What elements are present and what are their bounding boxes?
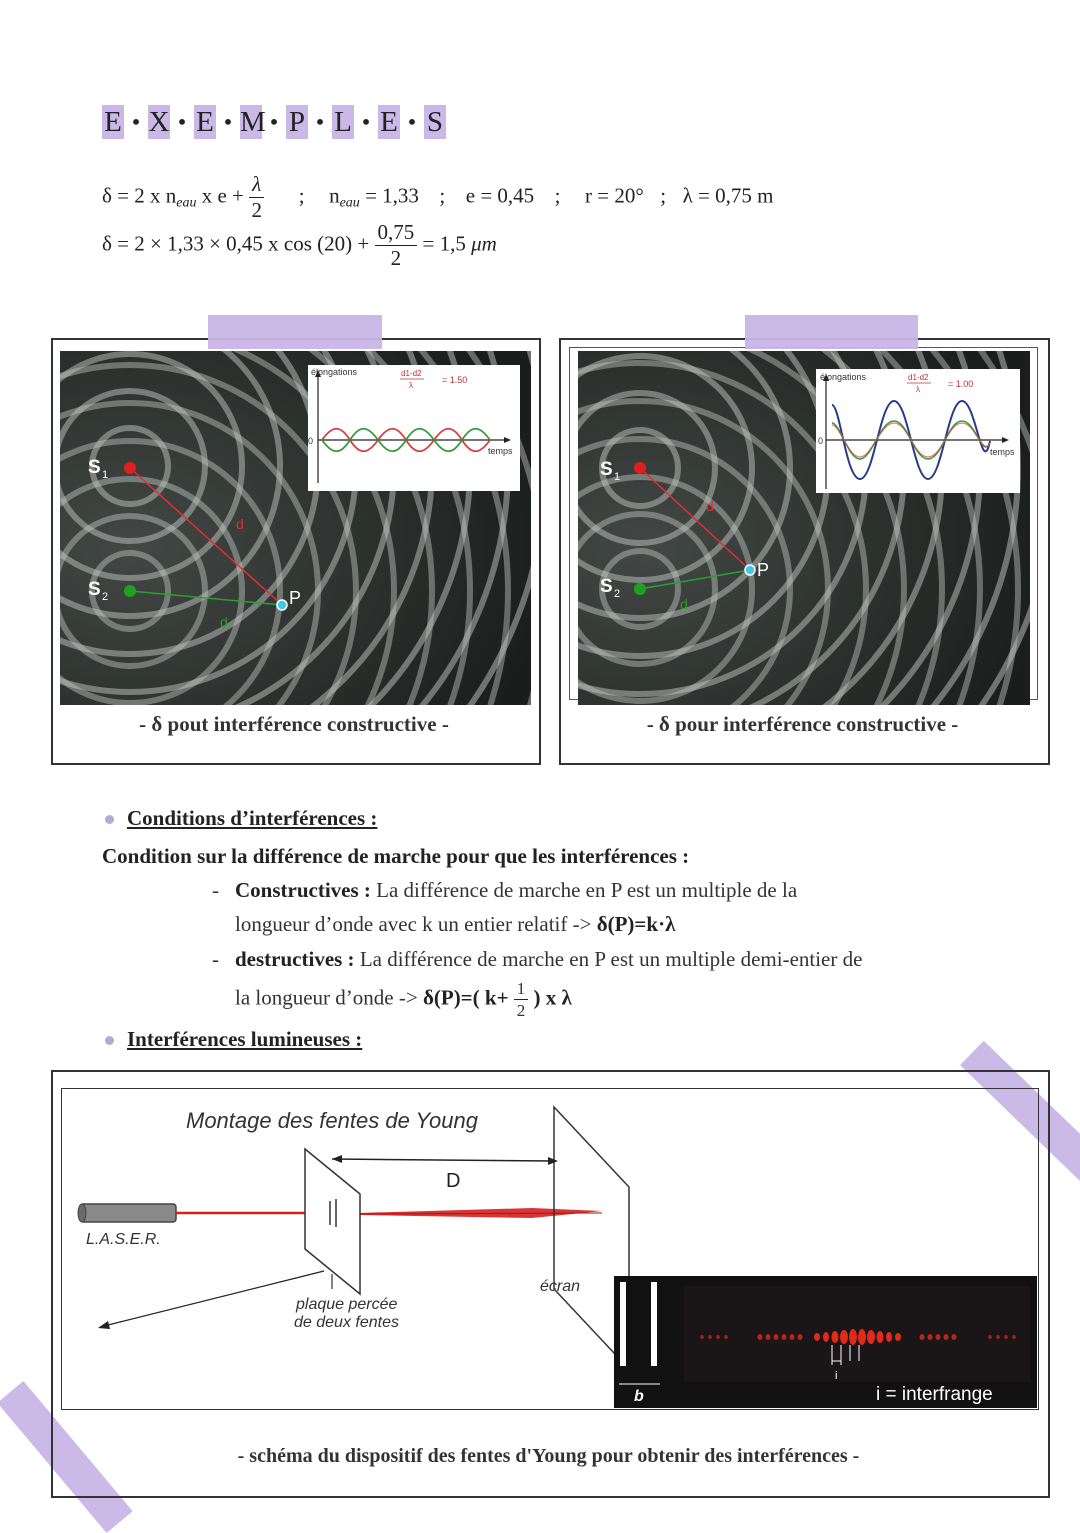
label-distance: D [446, 1170, 460, 1192]
label-d1: d [236, 516, 244, 532]
label-plaque-2: de deux fentes [294, 1314, 399, 1331]
label-laser: L.A.S.E.R. [86, 1231, 161, 1248]
page-title: E• X• E• M• P• L• E• S [102, 104, 446, 140]
young-slits-diagram: Montage des fentes de Young D L.A.S.E.R.… [77, 1105, 1037, 1408]
bullet-icon [105, 1036, 114, 1045]
label-d2: d [680, 596, 688, 612]
figure-right-caption: - δ pour interférence constructive - [646, 712, 959, 736]
dash-icon: - [212, 878, 219, 902]
graph-ylabel: élongations [311, 367, 358, 377]
laser-tube [79, 1203, 177, 1223]
label-p: P [757, 560, 769, 580]
elongation-graph-left: élongations temps 0 d1-d2 λ = 1.50 [308, 365, 520, 491]
graph-zero: 0 [308, 436, 313, 446]
destructive-line-1: destructives : La différence de marche e… [235, 947, 863, 971]
label-s1-sub: 1 [614, 471, 620, 483]
source-s1-dot [634, 462, 646, 474]
label-s2-sub: 2 [614, 588, 620, 600]
graph-zero: 0 [818, 436, 823, 446]
label-d1: d [706, 498, 714, 514]
label-s1: S [88, 457, 101, 478]
label-s2-sub: 2 [102, 591, 108, 603]
constructive-line-2: longueur d’onde avec k un entier relatif… [235, 912, 676, 936]
path-d2-line [129, 590, 283, 606]
constructive-line-1: Constructives : La différence de marche … [235, 878, 798, 902]
label-d2: d [220, 614, 228, 630]
slit-plate [304, 1147, 361, 1296]
young-figure-box [51, 1070, 1050, 1498]
fringe-pattern-photo: b i i = interfrange [614, 1276, 1037, 1408]
title-letter: X [148, 105, 170, 139]
label-s1: S [600, 459, 613, 480]
bullet-icon [105, 815, 114, 824]
tape-decoration [745, 315, 918, 349]
source-s2-dot [634, 583, 646, 595]
title-letter: E [378, 105, 400, 139]
title-letter: E [194, 105, 216, 139]
graph-xlabel: temps [488, 446, 513, 456]
point-p-dot [276, 599, 288, 611]
path-d2-line [639, 569, 751, 590]
label-p: P [289, 588, 301, 608]
graph-value: = 1.50 [442, 375, 467, 385]
source-s2-dot [124, 585, 136, 597]
point-p-dot [744, 564, 756, 576]
label-ecran: écran [540, 1278, 580, 1295]
path-d1-line [639, 467, 751, 571]
graph-value: = 1.00 [948, 379, 973, 389]
dash-icon: - [212, 947, 219, 971]
label-b: b [634, 1388, 644, 1405]
path-d1-line [129, 467, 283, 606]
label-interfrange: i = interfrange [876, 1384, 993, 1405]
interference-photo-left: S 1 S 2 P d d élongations temps 0 d1-d2 … [60, 351, 531, 705]
title-letter: E [102, 105, 124, 139]
interference-photo-right: S 1 S 2 P d d élongations temps 0 d1-d2 … [578, 351, 1030, 705]
title-letter: S [424, 105, 446, 139]
source-s1-dot [124, 462, 136, 474]
label-i: i [835, 1370, 837, 1382]
lumineuses-heading: Interférences lumineuses : [127, 1027, 363, 1051]
conditions-heading: Conditions d’interférences : [127, 806, 378, 830]
axis-arrow [99, 1270, 325, 1328]
constructive-formula: δ(P)=k·λ [596, 912, 676, 936]
young-title: Montage des fentes de Young [186, 1108, 479, 1133]
label-s1-sub: 1 [102, 469, 108, 481]
graph-ratio: d1-d2 [908, 373, 929, 382]
label-s2: S [88, 579, 101, 600]
graph-lambda: λ [916, 385, 920, 394]
graph-lambda: λ [409, 381, 413, 390]
title-letter: P [286, 105, 308, 139]
figure-left-caption: - δ pout interférence constructive - [139, 712, 449, 736]
graph-xlabel: temps [990, 447, 1015, 457]
graph-ylabel: élongations [820, 372, 867, 382]
distance-arrow [331, 1158, 555, 1162]
title-letter: L [332, 105, 354, 139]
label-s2: S [600, 576, 613, 597]
young-caption: - schéma du dispositif des fentes d'Youn… [237, 1445, 860, 1467]
conditions-intro: Condition sur la différence de marche po… [102, 844, 690, 868]
title-letter: M [240, 105, 266, 139]
tape-decoration [208, 315, 382, 349]
graph-ratio: d1-d2 [401, 369, 422, 378]
elongation-graph-right: élongations temps 0 d1-d2 λ = 1.00 [816, 369, 1020, 493]
label-plaque: plaque percée [295, 1296, 398, 1313]
